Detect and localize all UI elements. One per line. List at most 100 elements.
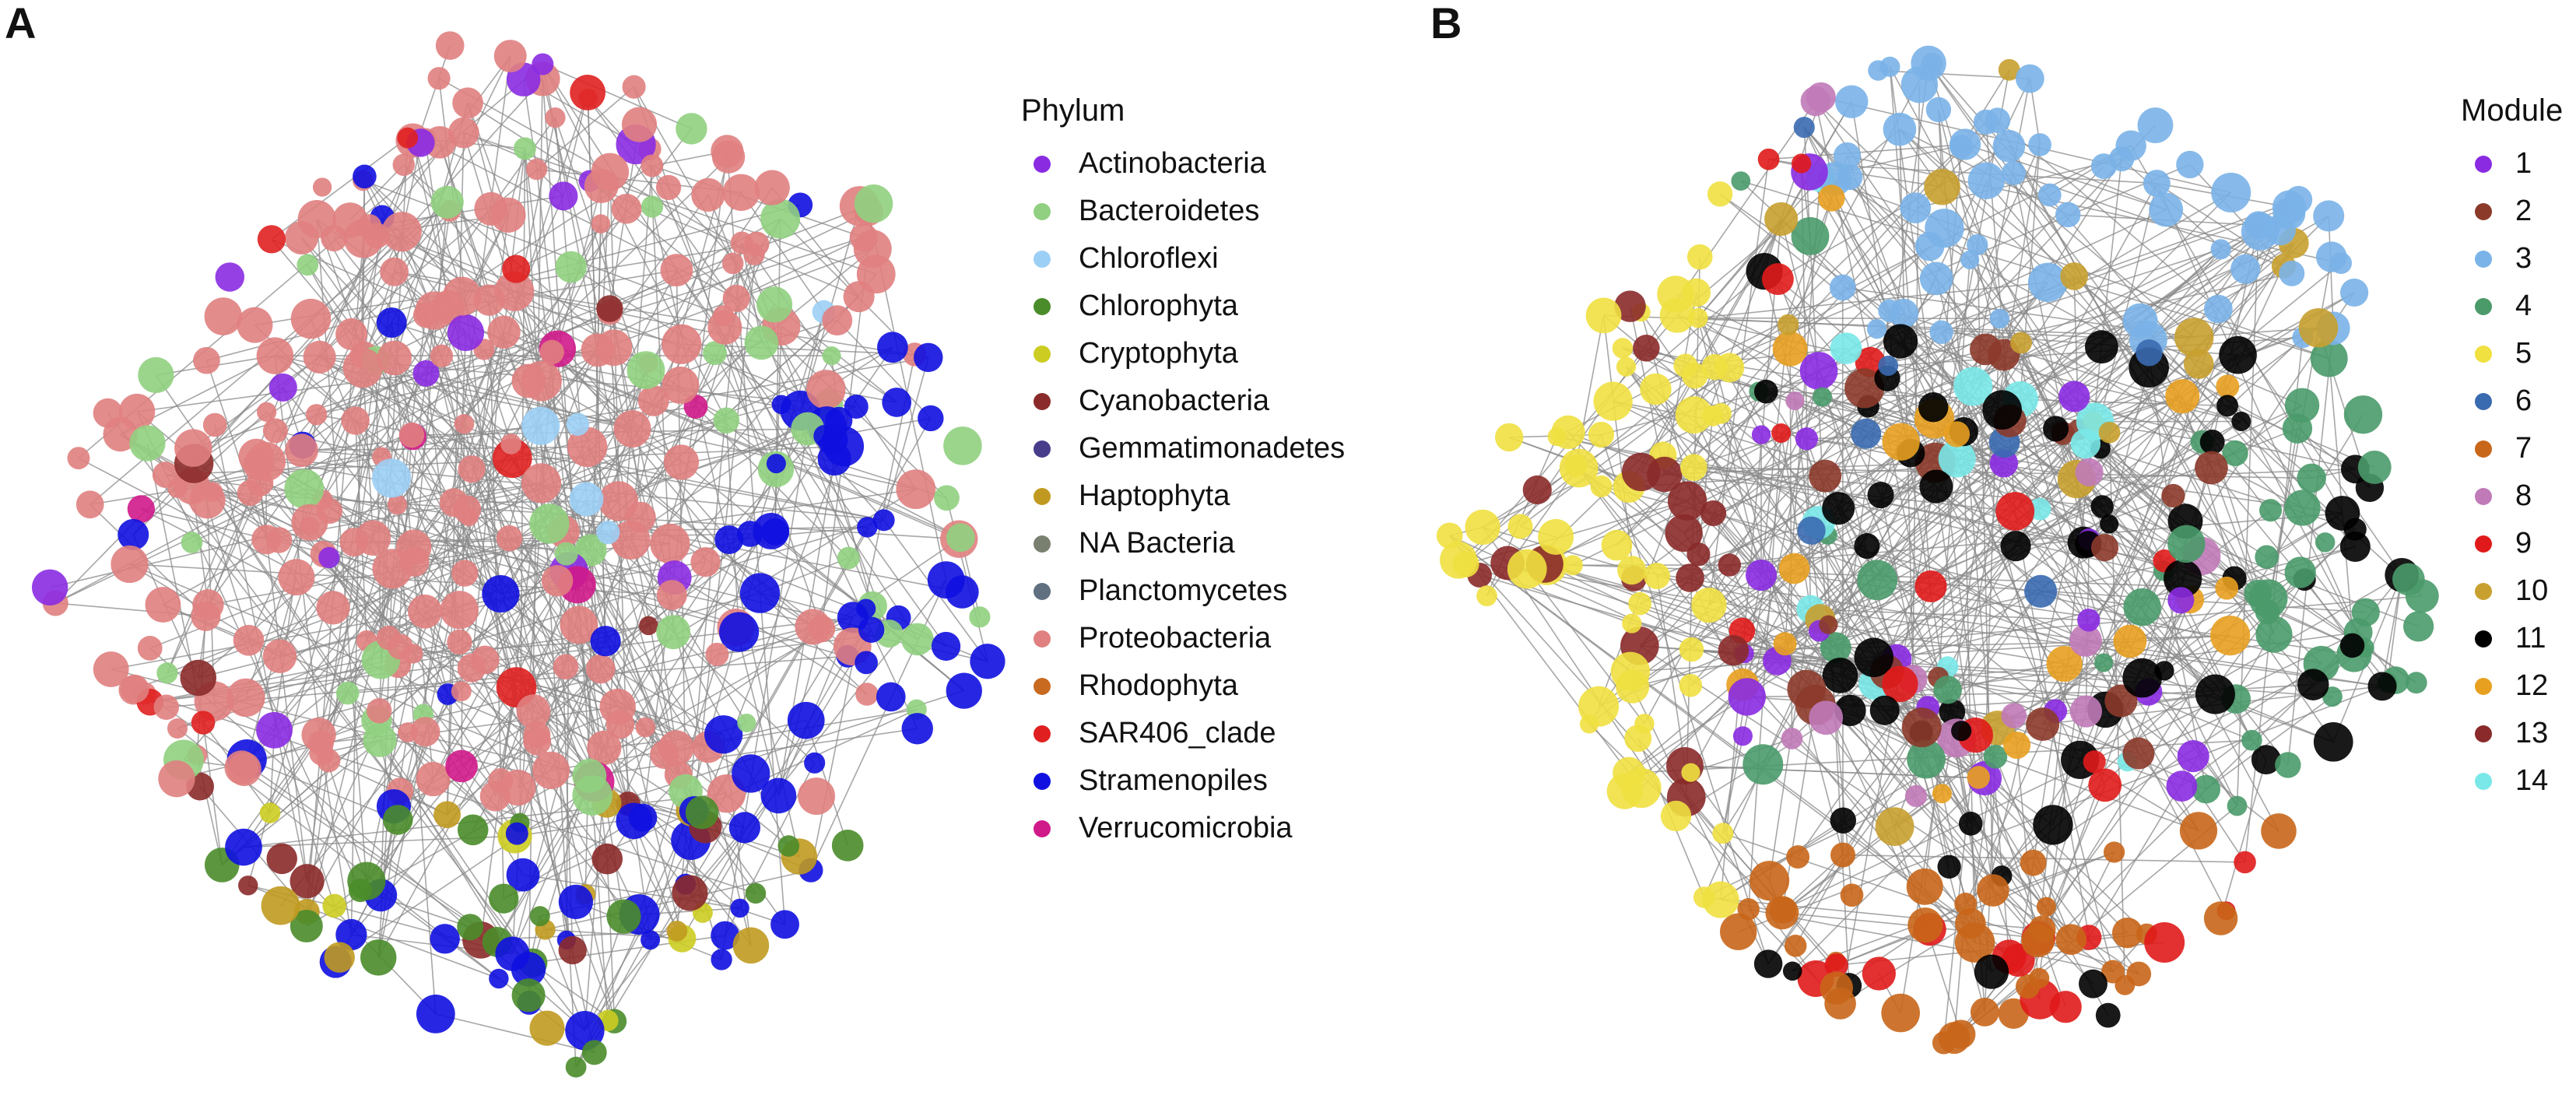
phylum-edge — [301, 446, 588, 451]
phylum-edge — [609, 262, 733, 310]
phylum-node — [312, 177, 332, 197]
phylum-node — [554, 542, 578, 566]
phylum-node — [297, 200, 336, 239]
module-node — [2088, 768, 2122, 802]
module-node — [1612, 338, 1634, 359]
module-node — [2154, 661, 2174, 681]
phylum-node — [145, 587, 181, 623]
module-node — [1983, 745, 2008, 769]
phylum-node — [256, 337, 294, 374]
module-edge — [1781, 793, 1943, 914]
phylum-node — [728, 812, 761, 844]
phylum-legend-swatch — [1034, 630, 1051, 647]
phylum-edge — [584, 165, 653, 1031]
phylum-node — [857, 517, 878, 538]
module-node — [1904, 784, 1928, 808]
module-node — [2176, 150, 2204, 179]
module-node — [2351, 598, 2380, 626]
phylum-node — [882, 388, 912, 417]
phylum-node — [761, 518, 789, 546]
phylum-legend-swatch — [1034, 440, 1051, 458]
phylum-node — [439, 488, 469, 518]
phylum-node — [335, 318, 368, 350]
phylum-node — [901, 623, 934, 656]
phylum-edge — [310, 318, 462, 692]
phylum-node — [233, 624, 265, 656]
phylum-node — [458, 455, 486, 483]
module-node — [2298, 308, 2339, 348]
module-edge — [2237, 292, 2355, 356]
phylum-node — [284, 469, 325, 509]
module-node — [1593, 381, 1633, 421]
phylum-node — [837, 546, 860, 570]
module-node — [2069, 624, 2102, 657]
module-node — [2100, 960, 2125, 984]
phylum-node — [853, 230, 892, 268]
module-node — [1943, 421, 1971, 447]
module-node — [1718, 553, 1742, 577]
module-legend-item: 14 — [2461, 757, 2563, 805]
module-node — [2310, 339, 2348, 377]
module-node — [1835, 85, 1869, 118]
module-node — [1881, 993, 1920, 1033]
module-node — [2227, 795, 2248, 816]
phylum-node — [215, 262, 245, 292]
module-node — [2167, 525, 2206, 563]
phylum-node — [914, 342, 943, 373]
module-node — [2315, 532, 2336, 553]
module-node — [2282, 413, 2313, 444]
phylum-node — [427, 67, 451, 90]
module-node — [2222, 440, 2248, 467]
module-node — [1616, 356, 1637, 377]
module-node — [1764, 202, 1799, 237]
module-node — [2325, 496, 2360, 531]
phylum-legend-label: Chlorophyta — [1079, 290, 1238, 322]
module-node — [2090, 495, 2114, 518]
phylum-node — [377, 340, 412, 376]
module-legend-item: 1 — [2461, 140, 2563, 188]
module-node — [1660, 800, 1692, 832]
module-node — [2109, 146, 2135, 172]
module-edge — [1686, 391, 1767, 502]
phylum-edge — [403, 164, 761, 594]
phylum-node — [558, 884, 594, 920]
phylum-edge — [471, 667, 618, 707]
phylum-node — [353, 164, 377, 189]
module-node — [1906, 868, 1943, 905]
module-node — [1682, 278, 1711, 307]
phylum-node — [127, 495, 156, 523]
module-nodes — [1436, 45, 2439, 1055]
phylum-node — [398, 422, 425, 448]
phylum-legend-label: SAR406_clade — [1079, 717, 1276, 749]
phylum-node — [813, 424, 836, 447]
module-edge — [1602, 315, 1635, 579]
phylum-node — [489, 968, 509, 989]
phylum-edge — [735, 237, 865, 300]
module-edge — [2104, 709, 2199, 831]
module-node — [2313, 200, 2345, 232]
module-node — [1820, 632, 1851, 664]
module-node — [2261, 813, 2297, 849]
module-node — [1967, 766, 1990, 789]
module-node — [1900, 65, 1939, 104]
module-node — [1786, 845, 1810, 869]
module-node — [2343, 395, 2383, 434]
phylum-node — [137, 636, 163, 661]
phylum-node — [896, 469, 936, 510]
module-node — [2136, 339, 2163, 367]
phylum-node — [714, 525, 744, 555]
phylum-node — [224, 750, 259, 785]
module-node — [2315, 241, 2347, 272]
phylum-node — [713, 407, 740, 433]
module-legend-swatch — [2475, 772, 2492, 790]
phylum-node — [691, 177, 725, 212]
phylum-node — [430, 185, 464, 219]
phylum-edge — [640, 353, 716, 518]
module-node — [1753, 379, 1778, 404]
module-node — [1907, 739, 1946, 779]
module-node — [1793, 117, 1815, 139]
phylum-node — [153, 694, 180, 721]
module-edge — [2064, 663, 2252, 741]
module-node — [1840, 883, 1864, 907]
phylum-legend-label: Gemmatimonadetes — [1079, 432, 1346, 465]
